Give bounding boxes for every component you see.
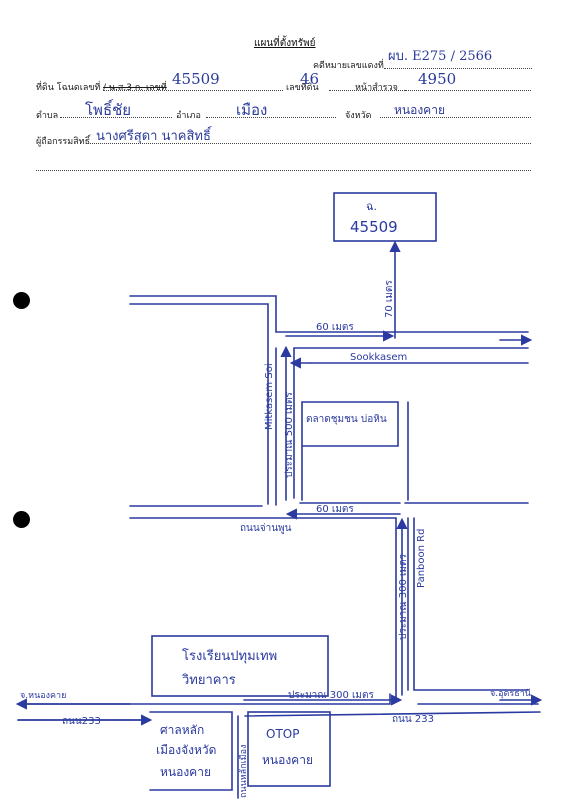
subdistrict-value: โพธิ์ชัย — [85, 101, 132, 119]
parcel-value: 46 — [300, 70, 320, 88]
distance-500: ประมาณ 500 เมตร — [284, 391, 295, 478]
to-nongkhai: จ.หนองคาย — [20, 691, 66, 701]
sookkasem-road-top — [129, 295, 529, 333]
panboon-road-right — [413, 517, 529, 691]
road-lakmueang: ถนนหลักเมือง — [238, 745, 249, 798]
land-title-value: 45509 — [172, 70, 220, 88]
distance-70: 70 เมตร — [384, 280, 395, 318]
survey-label: หน้าสำรวจ — [355, 83, 398, 93]
target-plot-box — [333, 192, 437, 242]
case-number-value: ผบ. E275 / 2566 — [388, 49, 493, 64]
to-udon: จ.อุดรธานี — [490, 688, 531, 699]
school-block — [151, 635, 329, 697]
province-value: หนองคาย — [394, 103, 445, 117]
parcel-line — [329, 90, 405, 91]
road-233-left: ถนน233 — [62, 716, 101, 727]
case-number-label: คดีหมายเลขแดงที่ — [313, 61, 384, 71]
subdistrict-label: ตำบล — [36, 111, 59, 121]
owner-label: ผู้ถือกรรมสิทธิ์ — [36, 137, 91, 147]
district-value: เมือง — [236, 101, 268, 119]
survey-line — [405, 90, 531, 91]
page-title: แผนที่ตั้งทรัพย์ — [254, 38, 316, 49]
district-line — [206, 117, 336, 118]
otop-line-2: หนองคาย — [262, 753, 313, 767]
highway-233-top — [17, 693, 391, 705]
otop-block — [247, 711, 331, 787]
binder-hole-top — [13, 292, 30, 309]
road-panboon: Panboon Rd — [416, 529, 427, 588]
target-number: 45509 — [350, 218, 398, 236]
owner-value: นางศรีสุดา นาคสิทธิ์ — [96, 129, 211, 144]
shrine-block — [149, 711, 233, 791]
binder-hole-bottom — [13, 511, 30, 528]
province-line — [380, 117, 531, 118]
land-title-struck: / น.ส.3 ก. เลขที่ — [103, 83, 167, 93]
target-label: ฉ. — [366, 200, 377, 213]
school-line-2: วิทยาคาร — [181, 673, 235, 688]
district-label: อำเภอ — [176, 111, 201, 121]
subdistrict-line — [60, 117, 172, 118]
land-title-label: ที่ดิน โฉนดเลขที่ — [36, 83, 101, 93]
shrine-line-1: ศาลหลัก — [160, 723, 204, 737]
distance-300-bottom: ประมาณ 300 เมตร — [288, 690, 375, 701]
shrine-line-3: หนองคาย — [160, 765, 211, 779]
land-title-line — [103, 90, 283, 91]
province-label: จังหวัด — [345, 111, 372, 121]
extra-line — [36, 170, 531, 171]
distance-300-vertical: ประมาณ 300 เมตร — [398, 553, 409, 640]
owner-line — [90, 143, 531, 144]
shrine-line-2: เมืองจังหวัด — [156, 743, 216, 757]
road-sookkasem: Sookkasem — [350, 352, 407, 363]
distance-60-mid: 60 เมตร — [316, 504, 354, 515]
parcel-label: เลขที่ดิน — [286, 83, 319, 93]
distance-60-top: 60 เมตร — [316, 322, 354, 333]
market-label: ตลาดชุมชน บ่อหิน — [306, 414, 387, 425]
market-block — [301, 401, 399, 447]
chanpanun-road-bottom — [129, 517, 397, 701]
case-number-line — [384, 68, 532, 69]
school-line-1: โรงเรียนปทุมเทพ — [182, 648, 277, 664]
road-233-right: ถนน 233 — [392, 714, 434, 725]
survey-value: 4950 — [418, 70, 457, 88]
otop-line-1: OTOP — [266, 727, 299, 741]
road-chanpanun: ถนนจ่านพูน — [240, 523, 292, 534]
road-mitkasem: Mitkasem Soi — [264, 363, 275, 430]
sookkasem-road-bottom — [129, 303, 269, 505]
